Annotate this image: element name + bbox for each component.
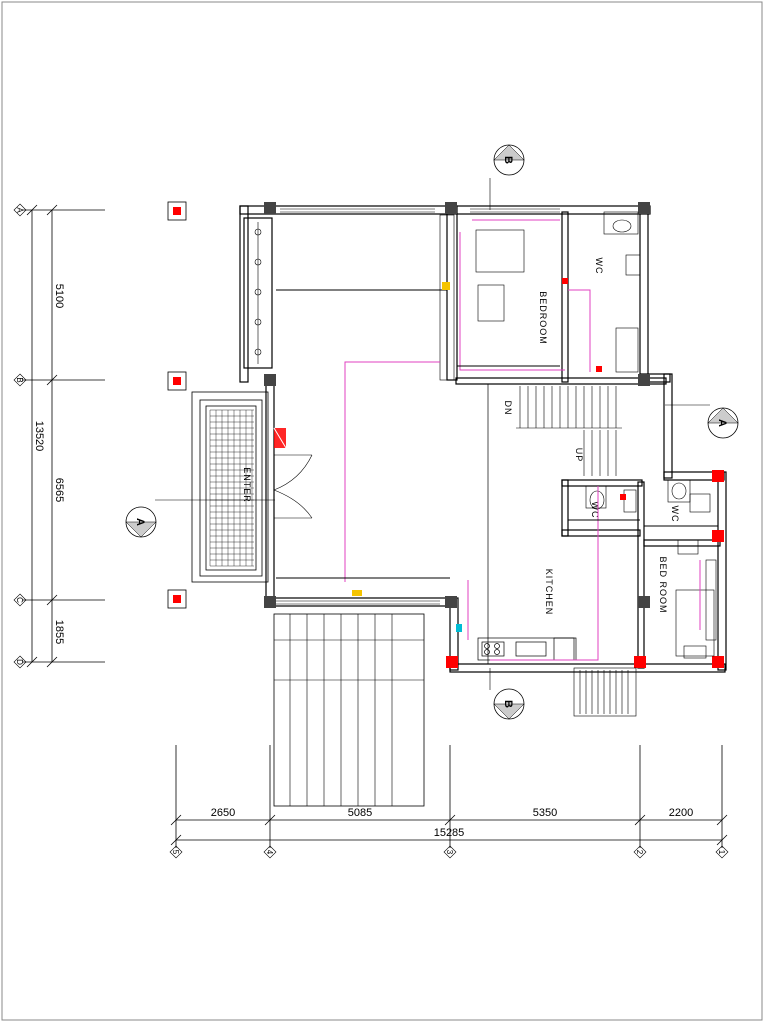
svg-text:1: 1 [717, 850, 726, 855]
balcony-railing [254, 222, 262, 364]
room-label-enter: ENTER [242, 467, 252, 503]
bottom-total-dimension: 15285 [434, 827, 465, 839]
exterior-walls [239, 205, 727, 673]
svg-text:D: D [15, 659, 24, 665]
section-marker-b-top: B [489, 144, 525, 210]
stair-label-down: DN [503, 401, 513, 416]
bedroom-lower-furniture [675, 559, 717, 659]
exterior-steps [573, 667, 637, 717]
svg-text:B: B [502, 700, 514, 708]
stair-label-up: UP [574, 448, 584, 463]
wc-mid-fixtures [585, 485, 637, 513]
svg-text:2: 2 [635, 850, 644, 855]
bottom-dimension-chain [170, 745, 728, 848]
left-dimension-3: 1855 [53, 620, 65, 644]
svg-text:B: B [15, 377, 24, 382]
col-grid-bubble-3: 3 [443, 845, 457, 859]
distribution-panel-mark [273, 427, 287, 449]
bottom-dimension-2: 5085 [348, 807, 372, 819]
kitchen-counter [477, 384, 577, 664]
porch-tile-grid [209, 409, 254, 567]
wc-lower-fixtures [667, 479, 711, 555]
entrance-porch [191, 391, 269, 583]
entrance-door [273, 454, 313, 519]
col-grid-bubble-2: 2 [633, 845, 647, 859]
room-label-kitchen: KITCHEN [544, 569, 554, 616]
stair-treads [516, 386, 622, 476]
col-grid-bubble-4: 4 [263, 845, 277, 859]
svg-text:B: B [502, 156, 514, 164]
svg-text:4: 4 [265, 850, 274, 855]
svg-text:A: A [15, 207, 24, 213]
svg-text:3: 3 [445, 850, 454, 855]
bottom-dimension-1: 2650 [211, 807, 235, 819]
structural-columns [264, 202, 650, 608]
left-dimension-chain [22, 204, 105, 668]
circuit-wiring [344, 219, 701, 661]
row-grid-bubble-c: C [13, 593, 27, 607]
row-grid-bubble-a: A [13, 203, 27, 217]
left-dimension-1: 5100 [53, 284, 65, 308]
svg-text:C: C [15, 597, 24, 603]
section-marker-a-left: A [125, 499, 275, 538]
svg-text:A: A [134, 518, 146, 526]
legend-table [273, 613, 425, 807]
row-grid-bubble-d: D [13, 655, 27, 669]
bottom-dimension-4: 2200 [669, 807, 693, 819]
top-windows [270, 208, 560, 605]
left-total-dimension: 13520 [33, 421, 45, 452]
wc-upper-fixtures [603, 211, 641, 373]
left-dimension-2: 6565 [53, 478, 65, 502]
col-grid-bubble-1: 1 [715, 845, 729, 859]
row-grid-bubble-b: B [13, 373, 27, 387]
room-label-bedroom-lower: BED ROOM [658, 556, 668, 613]
room-label-wc-lower: WC [670, 506, 680, 523]
section-marker-b-bottom: B [489, 668, 525, 720]
svg-text:5: 5 [171, 850, 180, 855]
room-label-wc-upper: WC [594, 258, 604, 275]
room-label-wc-mid: WC [590, 502, 600, 519]
external-device-markers [167, 201, 724, 668]
room-label-bedroom-upper: BEDROOM [538, 291, 548, 345]
bedroom-upper-furniture [439, 214, 525, 381]
col-grid-bubble-5: 5 [169, 845, 183, 859]
wiring-devices [352, 278, 626, 632]
section-marker-a-right: A [665, 404, 739, 439]
svg-text:A: A [716, 419, 728, 427]
bottom-dimension-3: 5350 [533, 807, 557, 819]
feeder-wiring [276, 289, 718, 579]
